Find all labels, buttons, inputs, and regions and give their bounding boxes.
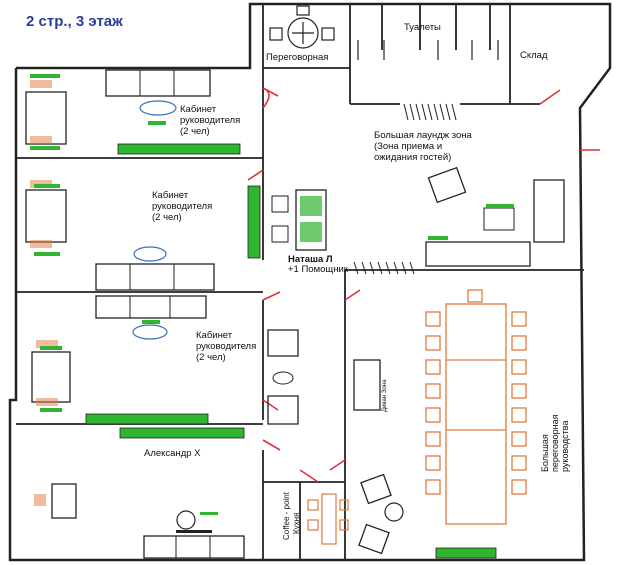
hatch-strips — [353, 103, 457, 275]
room-label-lounge: Большая лаундж зона (Зона приема и ожида… — [374, 130, 472, 163]
room-label-big-meeting: Большая переговорная руководства — [540, 414, 570, 472]
building-walls — [8, 2, 612, 562]
office-1-furniture — [25, 69, 241, 155]
big-meeting-misc — [353, 359, 497, 559]
alexander-office-furniture — [34, 483, 245, 559]
room-label-office-2: Кабинет руководителя (2 чел) — [152, 190, 213, 223]
toilet-fixtures — [357, 40, 499, 60]
lounge-furniture — [425, 166, 565, 267]
kitchen-furniture — [307, 493, 349, 545]
small-meeting-table — [269, 5, 335, 49]
room-label-kitchen: Кухня — [292, 512, 301, 534]
person-label-natasha: Наташа Л — [288, 254, 333, 265]
room-label-office-3: Кабинет руководителя (2 чел) — [196, 330, 257, 363]
room-label-alexander: Александр Х — [144, 448, 201, 459]
room-label-toilets: Туалеты — [404, 22, 441, 33]
floor-title: 2 стр., 3 этаж — [26, 13, 123, 30]
office-3-furniture — [31, 295, 245, 439]
room-label-office-1: Кабинет руководителя (2 чел) — [180, 104, 241, 137]
room-label-storage: Склад — [520, 50, 548, 61]
corridor-furniture — [267, 189, 327, 425]
interior-walls — [16, 4, 584, 560]
person-label-assistant: +1 Помощник — [288, 264, 348, 275]
room-label-meeting-small: Переговорная — [266, 52, 329, 63]
office-2-furniture — [25, 180, 261, 291]
room-label-sofa-zone: Диван Зона — [382, 379, 388, 412]
room-label-coffee-point: Coffee - point — [282, 492, 291, 540]
big-meeting-table — [425, 289, 527, 525]
doors — [247, 87, 600, 483]
